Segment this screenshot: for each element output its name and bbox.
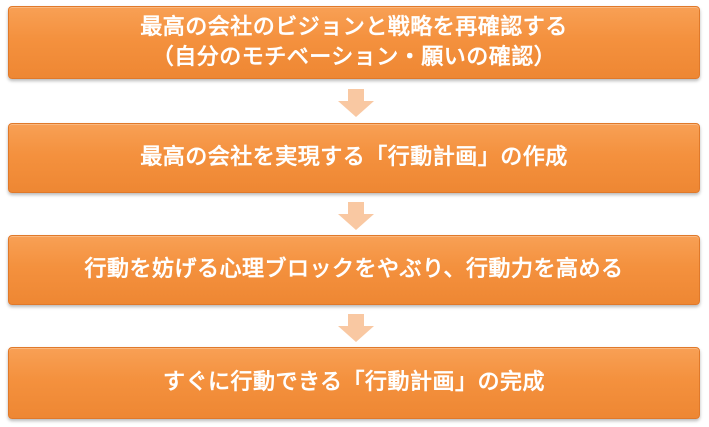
step-3-box: 行動を妨げる心理ブロックをやぶり、行動力を高める <box>8 235 700 305</box>
down-arrow-icon <box>338 89 374 117</box>
step-4-title: すぐに行動できる「行動計画」の完成 <box>162 370 546 395</box>
step-1-box: 最高の会社のビジョンと戦略を再確認する （自分のモチベーション・願いの確認） <box>8 6 700 79</box>
down-arrow-icon <box>338 202 374 230</box>
step-2-title: 最高の会社を実現する「行動計画」の作成 <box>140 145 568 170</box>
step-2-box: 最高の会社を実現する「行動計画」の作成 <box>8 123 700 193</box>
down-arrow-icon <box>338 314 374 342</box>
step-1-subtitle: （自分のモチベーション・願いの確認） <box>151 44 557 70</box>
step-1-title: 最高の会社のビジョンと戦略を再確認する <box>140 14 568 40</box>
step-4-box: すぐに行動できる「行動計画」の完成 <box>8 347 700 419</box>
step-3-title: 行動を妨げる心理ブロックをやぶり、行動力を高める <box>84 257 624 282</box>
